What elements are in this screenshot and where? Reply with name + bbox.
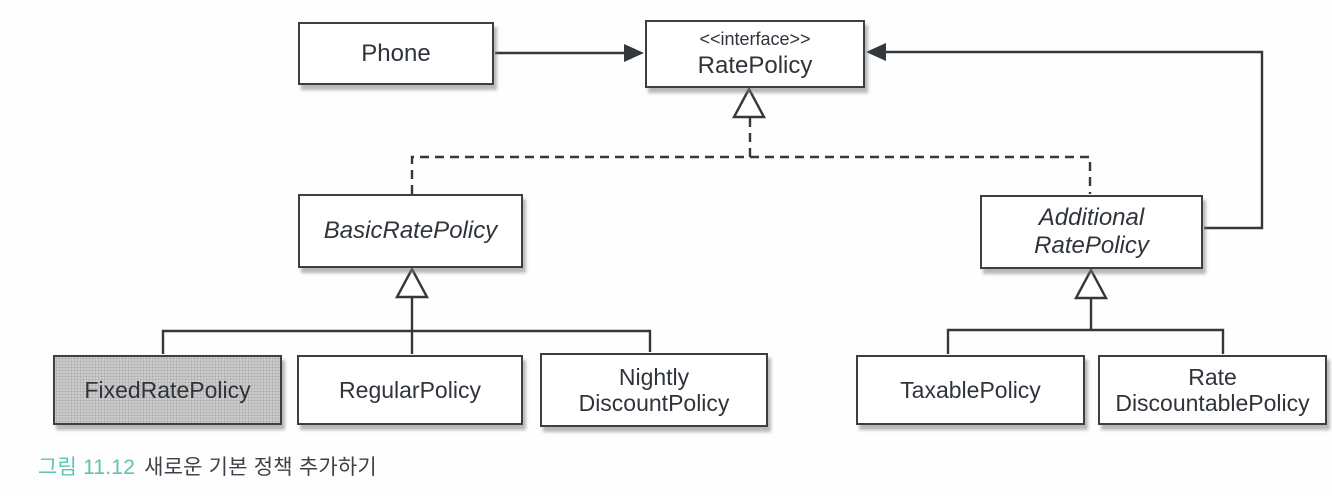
class-additionalratepolicy-label-line2: RatePolicy	[1034, 232, 1149, 259]
class-taxablepolicy-label: TaxablePolicy	[900, 376, 1041, 403]
arrow-phone-to-ratepolicy	[495, 44, 644, 62]
class-regularpolicy: RegularPolicy	[297, 355, 523, 425]
interface-stereotype-label: <<interface>>	[699, 28, 811, 49]
figure-caption-text: 새로운 기본 정책 추가하기	[144, 456, 377, 479]
figure-caption: 그림 11.12 새로운 기본 정책 추가하기	[38, 451, 377, 481]
class-ratediscountablepolicy: Rate DiscountablePolicy	[1098, 355, 1327, 425]
class-basicratepolicy: BasicRatePolicy	[298, 194, 523, 268]
class-nightlydiscountpolicy-label-line1: Nightly	[618, 363, 690, 390]
class-nightlydiscountpolicy: Nightly DiscountPolicy	[540, 353, 768, 427]
arrow-additional-to-ratepolicy	[866, 43, 1264, 230]
class-nightlydiscountpolicy-label-line2: DiscountPolicy	[578, 390, 730, 416]
class-taxablepolicy: TaxablePolicy	[856, 355, 1085, 425]
class-additionalratepolicy-label-line1: Additional	[1038, 204, 1145, 232]
class-additionalratepolicy: Additional RatePolicy	[980, 195, 1203, 269]
class-phone: Phone	[298, 22, 494, 85]
class-regularpolicy-label: RegularPolicy	[339, 376, 481, 403]
class-fixedratepolicy-label: FixedRatePolicy	[84, 376, 251, 403]
realization-triangle-ratepolicy	[731, 86, 767, 119]
class-basicratepolicy-label: BasicRatePolicy	[323, 217, 498, 245]
class-fixedratepolicy: FixedRatePolicy	[53, 355, 282, 425]
generalization-left-group	[161, 266, 652, 354]
class-phone-label: Phone	[361, 39, 431, 67]
class-ratediscountablepolicy-label-line1: Rate	[1188, 363, 1237, 390]
interface-ratepolicy: <<interface>> RatePolicy	[645, 20, 865, 88]
figure-caption-number: 그림 11.12	[38, 456, 136, 479]
realization-dashed-lines	[410, 118, 1092, 194]
generalization-right-group	[946, 267, 1225, 354]
class-ratediscountablepolicy-label-line2: DiscountablePolicy	[1115, 390, 1310, 416]
interface-ratepolicy-label: RatePolicy	[697, 51, 813, 79]
